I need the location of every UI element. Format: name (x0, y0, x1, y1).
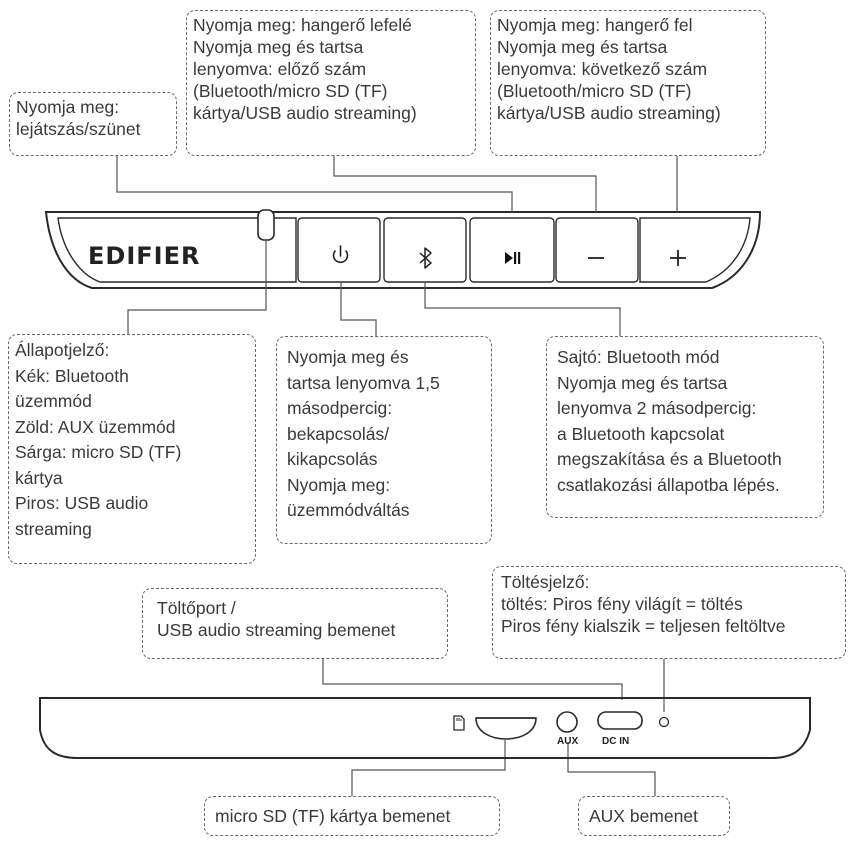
leader-lines (116, 156, 678, 796)
aux-label: AUX (557, 736, 579, 747)
callout-volume-down: Nyomja meg: hangerő lefelé Nyomja meg és… (186, 10, 476, 156)
callout-line: lejátszás/szünet (16, 119, 141, 139)
callout-line: Piros fény kialszik = teljesen feltöltve (501, 616, 786, 636)
callout-line: a Bluetooth kapcsolat (557, 423, 725, 444)
callout-line: (Bluetooth/micro SD (TF) (497, 81, 692, 101)
callout-line: kikapcsolás (287, 449, 378, 469)
callout-line: Kék: Bluetooth (15, 365, 129, 386)
play-pause-icon (505, 252, 521, 264)
callout-line: Sajtó: Bluetooth mód (557, 347, 720, 367)
callout-line: Töltésjelző: (501, 572, 590, 592)
callout-line: megszakítása és a Bluetooth (557, 449, 782, 469)
speaker-side-view (39, 697, 811, 759)
callout-line: üzemmódváltás (287, 500, 410, 520)
charge-led (658, 716, 670, 728)
brand-logo: EDIFIER (88, 242, 201, 270)
callout-line: Nyomja meg: (16, 97, 120, 117)
plus-icon (670, 250, 686, 266)
callout-line: üzemmód (15, 391, 92, 411)
minus-button-outline (555, 217, 639, 283)
callout-line: lenyomva: előző szám (193, 59, 367, 79)
callout-aux: AUX bemenet (578, 796, 730, 836)
callout-line: Nyomja meg és tartsa (497, 37, 668, 57)
dcin-label: DC IN (602, 736, 630, 747)
callout-line: töltés: Piros fény világít = töltés (501, 594, 743, 614)
callout-power: Nyomja meg és tartsa lenyomva 1,5 másodp… (276, 336, 492, 544)
callout-line: Nyomja meg és tartsa (557, 372, 728, 393)
callout-line: Nyomja meg: hangerő fel (497, 15, 693, 35)
play-button-outline (469, 217, 555, 283)
callout-status-led: Állapotjelző: Kék: Bluetooth üzemmód Zöl… (8, 334, 256, 564)
sd-card-pins (456, 718, 462, 721)
callout-line: tartsa lenyomva 1,5 (287, 372, 440, 393)
callout-line: bekapcsolás/ (287, 423, 390, 444)
callout-line: csatlakozási állapotba lépés. (557, 474, 780, 495)
callout-line: Állapotjelző: (15, 340, 110, 360)
callout-play-pause: Nyomja meg: lejátszás/szünet (9, 92, 177, 156)
callout-line: Nyomja meg és tartsa (193, 37, 364, 57)
callout-line: Sárga: micro SD (TF) (15, 442, 182, 462)
callout-line: kártya/USB audio streaming) (497, 103, 721, 123)
callout-line: lenyomva: következő szám (497, 59, 708, 79)
power-icon (332, 245, 349, 264)
callout-line: kártya/USB audio streaming) (193, 103, 417, 123)
microsd-slot (475, 717, 537, 740)
callout-line: Nyomja meg: hangerő lefelé (193, 15, 412, 35)
callout-line: USB audio streaming bemenet (157, 620, 396, 640)
callout-volume-up: Nyomja meg: hangerő fel Nyomja meg és ta… (490, 10, 766, 156)
callout-bluetooth: Sajtó: Bluetooth mód Nyomja meg és tarts… (546, 336, 824, 518)
callout-line: Zöld: AUX üzemmód (15, 416, 176, 437)
callout-line: AUX bemenet (589, 806, 698, 826)
callout-line: Nyomja meg: (287, 474, 391, 495)
callout-microsd: micro SD (TF) kártya bemenet (204, 796, 500, 836)
callout-charge-port: Töltőport / USB audio streaming bemenet (142, 588, 448, 659)
status-led (257, 209, 275, 241)
sd-card-icon (453, 715, 465, 731)
callout-charge-indicator: Töltésjelző: töltés: Piros fény világít … (492, 566, 846, 659)
callout-line: streaming (15, 518, 92, 539)
callout-line: micro SD (TF) kártya bemenet (215, 806, 451, 826)
callout-line: lenyomva 2 másodpercig: (557, 398, 757, 418)
callout-line: másodpercig: (287, 398, 393, 418)
aux-jack (556, 711, 578, 733)
bluetooth-icon (419, 247, 432, 269)
callout-line: Töltőport / (157, 598, 236, 618)
plus-button-outline (639, 217, 751, 283)
callout-line: kártya (15, 467, 63, 488)
dcin-port (597, 711, 643, 730)
callout-line: (Bluetooth/micro SD (TF) (193, 81, 388, 101)
callout-line: Piros: USB audio (15, 493, 149, 513)
power-button-outline (297, 217, 381, 283)
callout-line: Nyomja meg és (287, 347, 409, 367)
